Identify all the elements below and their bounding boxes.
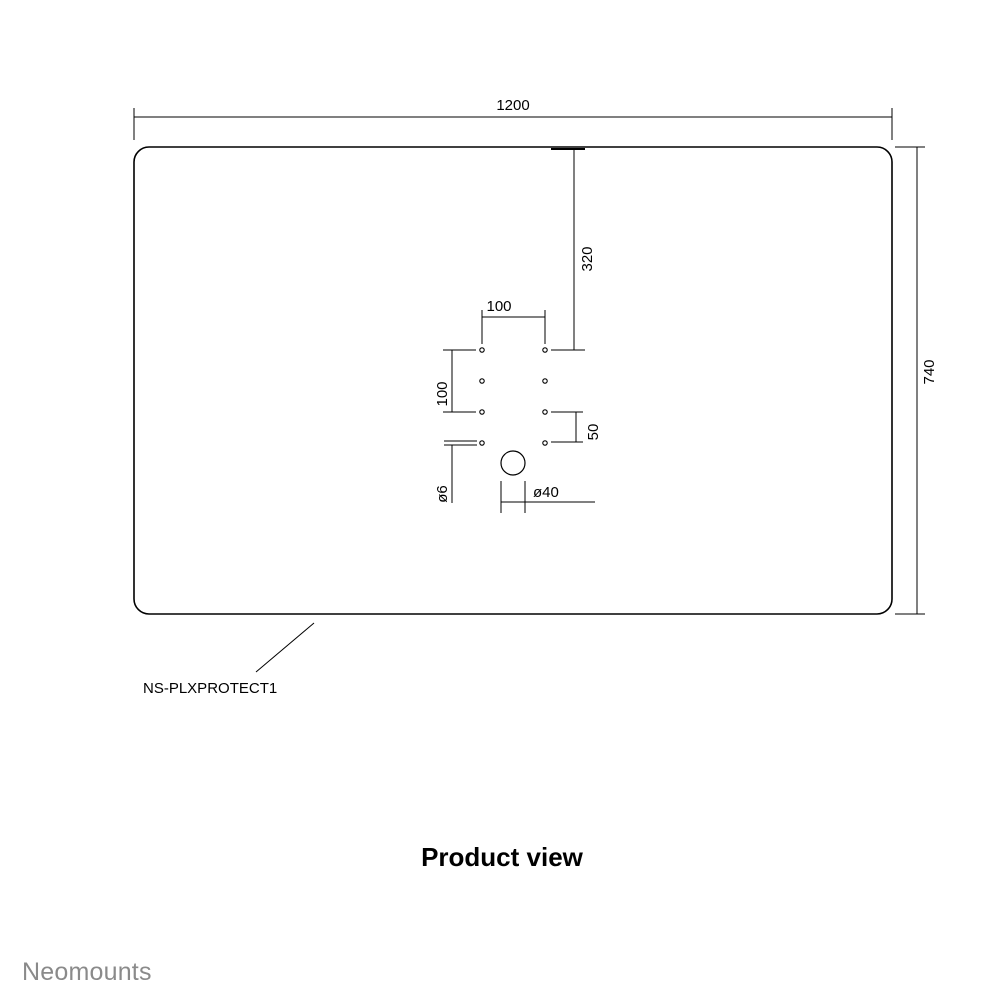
plate-outline bbox=[133, 146, 893, 615]
mounting-hole bbox=[479, 409, 485, 415]
width-dimension: 1200 bbox=[133, 97, 893, 140]
product-view-caption: Product view bbox=[421, 842, 583, 872]
small-hole-diameter-dimension: ø6 bbox=[434, 440, 477, 503]
part-label-leader bbox=[255, 622, 315, 673]
mounting-holes bbox=[479, 347, 548, 446]
height-dimension: 740 bbox=[895, 146, 938, 615]
large-hole-diameter-label: ø40 bbox=[533, 484, 559, 501]
part-label: NS-PLXPROTECT1 bbox=[143, 680, 277, 697]
large-hole-diameter-dimension: ø40 bbox=[500, 481, 595, 513]
hole-step-dimension: 50 bbox=[551, 411, 602, 443]
mounting-hole bbox=[542, 409, 548, 415]
mounting-hole bbox=[479, 440, 485, 446]
mounting-hole bbox=[542, 347, 548, 353]
cable-hole bbox=[500, 450, 526, 476]
brand-logo-text: Neomounts bbox=[22, 958, 152, 986]
horizontal-pitch-label: 100 bbox=[486, 298, 511, 315]
height-label: 740 bbox=[921, 359, 938, 384]
mounting-hole bbox=[542, 440, 548, 446]
mounting-hole bbox=[479, 347, 485, 353]
width-label: 1200 bbox=[496, 97, 529, 114]
top-offset-dimension: 320 bbox=[551, 148, 596, 351]
mounting-hole bbox=[479, 378, 485, 384]
vertical-pitch-dimension: 100 bbox=[434, 349, 476, 413]
mounting-hole bbox=[542, 378, 548, 384]
hole-step-label: 50 bbox=[585, 424, 602, 441]
vertical-pitch-label: 100 bbox=[434, 381, 451, 406]
small-hole-diameter-label: ø6 bbox=[434, 485, 451, 503]
top-offset-label: 320 bbox=[579, 246, 596, 271]
horizontal-pitch-dimension: 100 bbox=[481, 298, 546, 344]
